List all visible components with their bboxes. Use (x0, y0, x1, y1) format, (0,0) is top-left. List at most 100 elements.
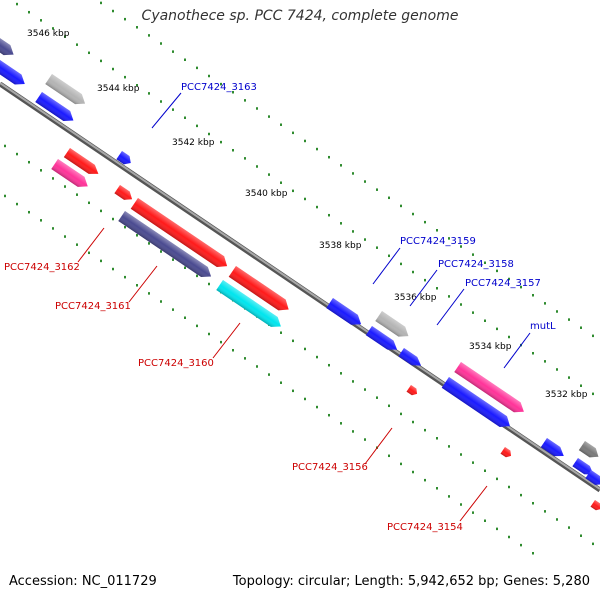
tick-dot (412, 270, 414, 274)
tick-dot (340, 422, 342, 425)
tick-dot (508, 335, 510, 339)
feature-shading (0, 30, 14, 56)
feature-cyan-a[interactable] (216, 280, 284, 331)
tick-dot (532, 551, 534, 555)
feature-gray-b[interactable] (375, 311, 412, 341)
feature-red-c[interactable] (130, 198, 231, 272)
tick-dot (196, 66, 198, 70)
gene-label-pcc7424-3159[interactable]: PCC7424_3159 (400, 236, 476, 247)
feature-blue-e[interactable] (365, 326, 400, 354)
tick-dot (436, 487, 438, 490)
feature-blue-h[interactable] (540, 438, 567, 461)
tick-dot (508, 485, 510, 489)
gene-label-pcc7424-3157[interactable]: PCC7424_3157 (465, 278, 541, 289)
feature-blue-d[interactable] (326, 298, 364, 329)
tick-label: 3534 kbp (469, 342, 512, 352)
tick-dot (460, 453, 462, 456)
tick-dot (484, 319, 486, 323)
tick-dot (364, 388, 366, 391)
tick-dot (100, 1, 102, 5)
feature-pink-b[interactable] (454, 362, 527, 417)
tick-dot (292, 189, 294, 193)
feature-darkgray[interactable] (578, 441, 600, 461)
tick-dot (208, 282, 210, 286)
tick-dot (364, 180, 366, 183)
tick-dot (16, 152, 18, 156)
tick-dot (208, 74, 210, 78)
feature-navy-a[interactable] (0, 30, 17, 60)
tick-dot (424, 220, 426, 224)
tick-dot (16, 2, 18, 6)
tick-dot (496, 327, 498, 331)
tick-dot (64, 185, 66, 188)
feature-red-d[interactable] (228, 266, 293, 315)
tick-dot (352, 430, 354, 433)
tick-dot (292, 389, 294, 393)
feature-red-f[interactable] (500, 447, 514, 459)
feature-red-e[interactable] (406, 385, 420, 397)
gene-label-pcc7424-3158[interactable]: PCC7424_3158 (438, 259, 514, 270)
feature-blue-i[interactable] (572, 458, 596, 479)
tick-dot (568, 318, 570, 321)
tick-dot (532, 501, 534, 505)
map-title: Cyanothece sp. PCC 7424, complete genome (141, 8, 459, 24)
gene-label-pcc7424-3161[interactable]: PCC7424_3161 (55, 301, 131, 312)
tick-dot (280, 123, 282, 126)
tick-label: 3540 kbp (245, 189, 288, 199)
tick-dot (388, 196, 390, 200)
feature-blue-g[interactable] (441, 377, 514, 431)
gene-label-mutl[interactable]: mutL (530, 321, 556, 332)
tick-dot (232, 148, 234, 152)
tick-dot (436, 437, 438, 440)
feature-blue-a[interactable] (0, 60, 28, 89)
gene-label-pcc7424-3162[interactable]: PCC7424_3162 (4, 262, 80, 273)
tick-dot (148, 242, 150, 245)
tick-label: 3536 kbp (394, 293, 437, 303)
feature-pink-a[interactable] (51, 159, 91, 191)
tick-dot (424, 278, 426, 282)
gene-label-pcc7424-3156[interactable]: PCC7424_3156 (292, 462, 368, 473)
feature-blue-j[interactable] (585, 470, 600, 488)
tick-dot (388, 404, 390, 408)
tick-label: 3538 kbp (319, 241, 362, 251)
feature-blue-f[interactable] (398, 348, 423, 370)
gene-label-pcc7424-3163[interactable]: PCC7424_3163 (181, 82, 257, 93)
feature-shading (540, 438, 564, 457)
tick-dot (136, 284, 138, 287)
tick-dot (28, 210, 30, 214)
feature-shading (365, 326, 398, 350)
tick-label: 3532 kbp (545, 390, 588, 400)
feature-blue-c[interactable] (116, 151, 133, 167)
tick-dot (112, 9, 114, 13)
gene-label-pcc7424-3160[interactable]: PCC7424_3160 (138, 358, 214, 369)
feature-gray-a[interactable] (45, 74, 88, 109)
feature-shading (216, 280, 281, 327)
feature-red-g[interactable] (590, 500, 600, 512)
feature-blue-b[interactable] (35, 92, 77, 125)
feature-red-a[interactable] (63, 148, 102, 178)
tick-dot (340, 164, 342, 167)
feature-navy-b[interactable] (118, 211, 214, 281)
feature-shading (35, 92, 74, 121)
tick-dot (592, 392, 594, 396)
tick-dot (148, 34, 150, 37)
tick-dot (76, 193, 78, 196)
tick-dot (40, 169, 42, 172)
tick-dot (484, 469, 486, 473)
feature-shading (590, 500, 600, 511)
tick-dot (16, 202, 18, 206)
tick-dot (208, 132, 210, 136)
tick-dot (424, 478, 426, 482)
tick-dot (520, 285, 522, 289)
tick-dot (544, 360, 546, 363)
feature-shading (130, 198, 228, 268)
tick-dot (352, 230, 354, 233)
tick-dot (328, 363, 330, 367)
tick-dot (568, 526, 570, 529)
tick-dot (196, 324, 198, 328)
tick-dot (484, 519, 486, 523)
gene-label-pcc7424-3154[interactable]: PCC7424_3154 (387, 522, 463, 533)
tick-dot (424, 428, 426, 432)
feature-red-b[interactable] (114, 185, 135, 203)
feature-shading (441, 377, 510, 427)
